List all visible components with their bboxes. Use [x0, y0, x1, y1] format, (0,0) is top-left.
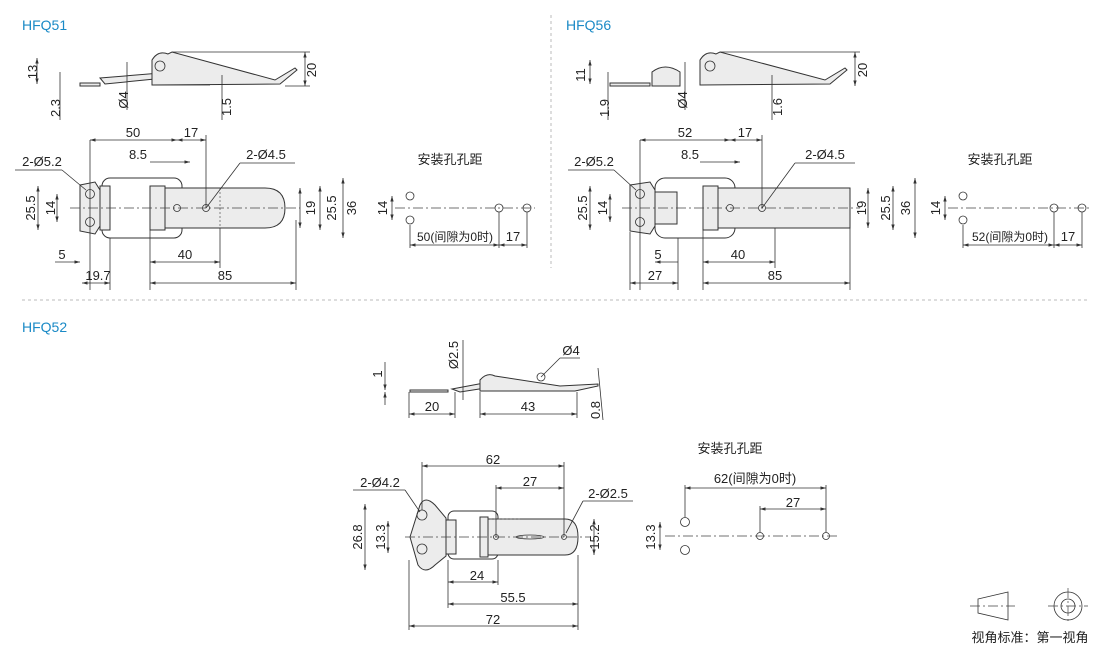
projection-label: 视角标准：第一视角: [971, 630, 1088, 645]
dim-14: 14: [595, 201, 610, 215]
mount-label: 安装孔孔距: [697, 441, 762, 456]
hfq52-title: HFQ52: [22, 319, 67, 335]
dim-85: 85: [218, 268, 232, 283]
dim-1-9: 1.9: [597, 99, 612, 117]
dim-27: 27: [648, 268, 662, 283]
dim-27: 27: [523, 474, 537, 489]
dim-13-3: 13.3: [373, 524, 388, 549]
dim-25-5-right: 25.5: [878, 195, 893, 220]
dim-25-5-left: 25.5: [23, 195, 38, 220]
dim-62: 62: [486, 452, 500, 467]
dim-13: 13: [25, 65, 40, 79]
dim-40: 40: [178, 247, 192, 262]
hfq51-title: HFQ51: [22, 17, 67, 33]
dim-holes-5-2: 2-Ø5.2: [574, 154, 614, 169]
dim-40: 40: [731, 247, 745, 262]
concentric-circles-icon: [1048, 588, 1088, 624]
mount-spacing: 50(间隙为0时): [417, 230, 493, 244]
dim-17: 17: [184, 125, 198, 140]
dim-pin-2-5: Ø2.5: [446, 341, 461, 369]
dim-1: 1: [370, 370, 385, 377]
dim-14: 14: [43, 201, 58, 215]
hfq52-section: HFQ52 1 Ø2.5 Ø4 20 43 0.8: [22, 319, 840, 630]
truncated-cone-icon: [970, 591, 1015, 621]
mount-label: 安装孔孔距: [967, 152, 1032, 167]
dim-pin-4: Ø4: [675, 91, 690, 108]
mount-dim-17: 17: [1061, 229, 1075, 244]
dim-52: 52: [678, 125, 692, 140]
mount-dim-27: 27: [786, 495, 800, 510]
dim-85: 85: [768, 268, 782, 283]
hfq52-top-view: [353, 462, 633, 630]
hfq51-mount-pattern: [390, 191, 535, 248]
dim-72: 72: [486, 612, 500, 627]
mount-dim-17: 17: [506, 229, 520, 244]
hfq56-section: HFQ56 11 1.9 Ø4 1.6 20: [566, 17, 1090, 290]
mount-spacing: 52(间隙为0时): [972, 230, 1048, 244]
dim-holes-5-2: 2-Ø5.2: [22, 154, 62, 169]
dim-holes-2-5: 2-Ø2.5: [588, 486, 628, 501]
mount-dim-14: 14: [928, 201, 943, 215]
dim-19: 19: [854, 201, 869, 215]
hfq51-section: HFQ51 13 2.3 Ø4 1.5 20: [15, 17, 535, 290]
hfq56-top-view: [568, 135, 917, 290]
dim-19-7: 19.7: [85, 268, 110, 283]
dim-holes-4-2: 2-Ø4.2: [360, 475, 400, 490]
dim-0-8: 0.8: [588, 401, 603, 419]
dim-2-3: 2.3: [48, 99, 63, 117]
dim-pin-4: Ø4: [116, 91, 131, 108]
dim-5: 5: [654, 247, 661, 262]
dim-17: 17: [738, 125, 752, 140]
dim-24: 24: [470, 568, 484, 583]
first-angle-projection-symbol: 视角标准：第一视角: [970, 588, 1089, 645]
hfq56-title: HFQ56: [566, 17, 611, 33]
dim-19: 19: [303, 201, 318, 215]
dim-36: 36: [344, 201, 359, 215]
mount-spacing: 62(间隙为0时): [714, 471, 796, 486]
hfq51-top-view: [15, 135, 345, 290]
hfq52-mount-pattern: [658, 485, 840, 555]
dim-5: 5: [58, 247, 65, 262]
dim-36: 36: [898, 201, 913, 215]
dim-8-5: 8.5: [129, 147, 147, 162]
dim-25-5-right: 25.5: [324, 195, 339, 220]
dim-26-8: 26.8: [350, 524, 365, 549]
dim-pin-4: Ø4: [562, 343, 579, 358]
mount-dim-14: 14: [375, 201, 390, 215]
dim-20: 20: [425, 399, 439, 414]
dim-55-5: 55.5: [500, 590, 525, 605]
dim-50: 50: [126, 125, 140, 140]
hfq52-side-view: [383, 340, 604, 421]
dim-20: 20: [855, 63, 870, 77]
dim-holes-4-5: 2-Ø4.5: [246, 147, 286, 162]
dim-25-5-left: 25.5: [575, 195, 590, 220]
hfq56-mount-pattern: [943, 191, 1090, 248]
hfq56-side-view: [588, 51, 860, 120]
dim-11: 11: [573, 68, 588, 82]
dim-1-5: 1.5: [219, 98, 234, 116]
hfq51-side-view: [35, 51, 310, 120]
dim-holes-4-5: 2-Ø4.5: [805, 147, 845, 162]
dim-1-6: 1.6: [770, 98, 785, 116]
mount-dim-13-3: 13.3: [643, 524, 658, 549]
mount-label: 安装孔孔距: [417, 152, 482, 167]
dim-20: 20: [304, 63, 319, 77]
dim-8-5: 8.5: [681, 147, 699, 162]
dim-15-2: 15.2: [587, 524, 602, 549]
dim-43: 43: [521, 399, 535, 414]
